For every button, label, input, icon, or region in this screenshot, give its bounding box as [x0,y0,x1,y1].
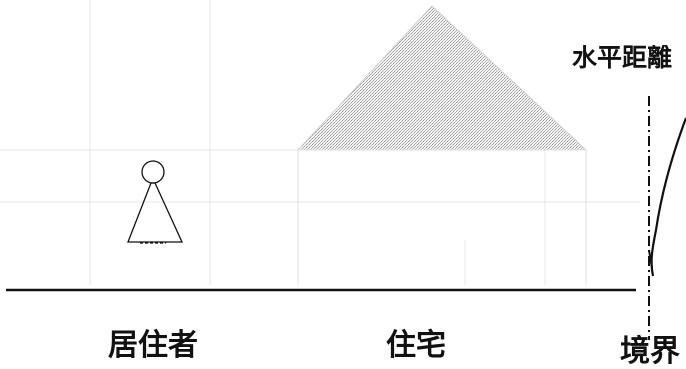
person-icon [127,160,184,244]
house-label: 住宅 [386,328,446,363]
horizontal-distance-label: 水平距離 [572,45,673,70]
boundary-label: 境界 [620,334,680,369]
distance-bracket-tick [648,249,653,269]
distance-bracket [650,117,686,277]
house-body-outline [297,149,587,285]
background-grid [0,0,640,285]
resident-label: 居住者 [108,328,198,363]
house-roof [296,5,588,151]
